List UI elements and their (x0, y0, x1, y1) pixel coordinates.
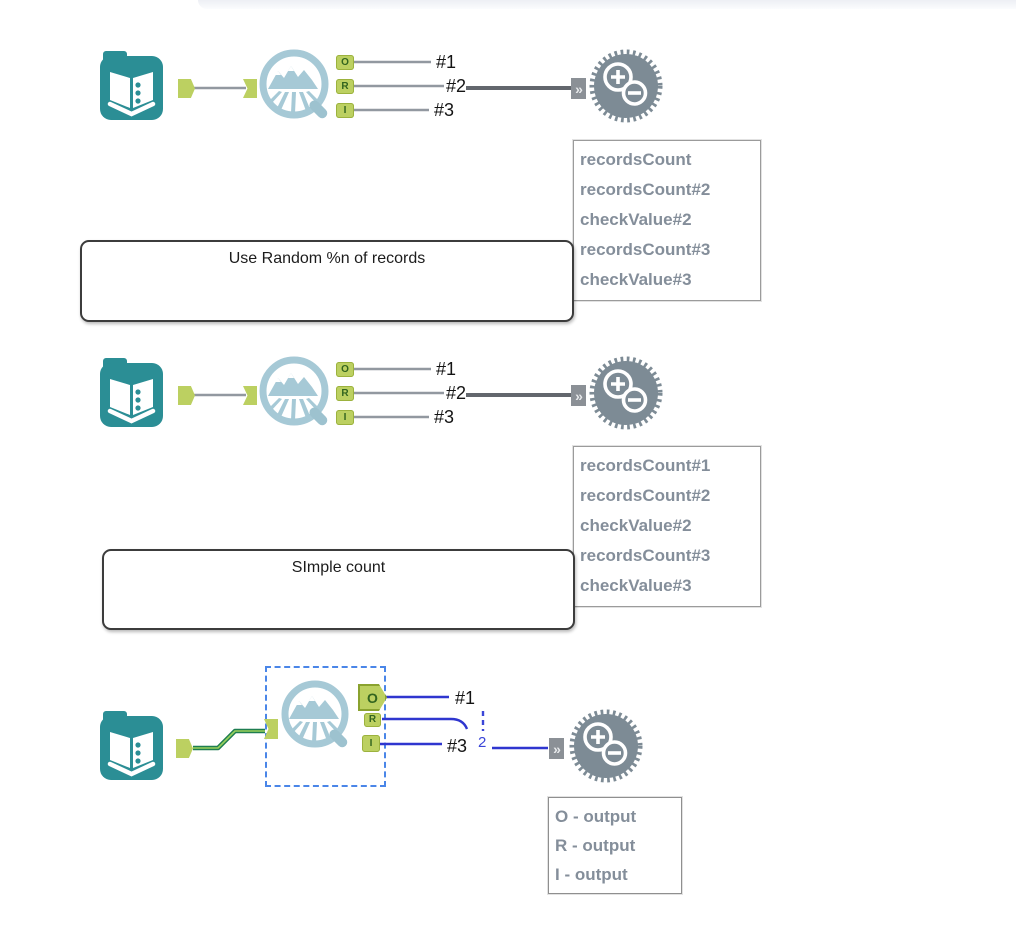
annotation-item: recordsCount#3 (580, 546, 711, 565)
anchor-o[interactable]: O (336, 362, 354, 377)
connection-label: #2 (446, 76, 467, 96)
connection-label: #1 (436, 52, 457, 72)
comment-box[interactable]: SImple count (102, 549, 575, 630)
connection-label: #3 (447, 736, 468, 756)
output-anchor[interactable] (178, 386, 195, 405)
connection-label: #1 (436, 359, 457, 379)
count-records-tool[interactable] (587, 47, 667, 127)
annotation-item: O - output (555, 807, 637, 826)
comment-text: SImple count (291, 559, 386, 576)
anchor-o[interactable]: O (336, 55, 354, 70)
annotation-item: checkValue#3 (580, 270, 692, 289)
arrow-input-anchor[interactable]: » (571, 385, 586, 406)
annotation-item: recordsCount#2 (580, 486, 711, 505)
output-anchor[interactable] (178, 79, 195, 98)
annotation-list[interactable]: recordsCount recordsCount#2 checkValue#2… (573, 140, 761, 301)
connection-wire-green-core (193, 730, 265, 749)
annotation-item: R - output (555, 836, 636, 855)
input-anchor[interactable] (243, 79, 257, 98)
annotation-item: recordsCount#2 (580, 180, 711, 199)
input-anchor[interactable] (264, 719, 278, 739)
input-data-tool[interactable] (100, 357, 166, 429)
connection-wire-blue[interactable] (382, 717, 469, 730)
arrow-input-anchor[interactable]: » (571, 78, 586, 99)
annotation-item: recordsCount#3 (580, 240, 711, 259)
random-sample-tool[interactable] (257, 47, 337, 127)
anchor-r[interactable]: R (364, 713, 381, 727)
anchor-r[interactable]: R (336, 386, 354, 401)
annotation-item: I - output (555, 865, 628, 884)
arrow-input-anchor[interactable]: » (549, 738, 564, 759)
comment-text: Use Random %n of records (228, 250, 426, 267)
connection-label: #1 (455, 688, 476, 708)
anchor-r[interactable]: R (336, 79, 354, 94)
annotation-item: recordsCount (580, 150, 692, 169)
annotation-item: checkValue#3 (580, 576, 692, 595)
annotation-item: checkValue#2 (580, 516, 692, 535)
connection-wire-green[interactable] (193, 728, 265, 751)
random-sample-tool[interactable] (278, 677, 358, 757)
connection-label: #3 (434, 100, 455, 120)
anchor-i[interactable]: I (336, 103, 354, 118)
connection-label: #3 (434, 407, 455, 427)
anchor-i[interactable]: I (336, 410, 354, 425)
count-records-tool[interactable] (567, 707, 647, 787)
connection-sequence-label: 2 (478, 734, 487, 751)
anchor-i[interactable]: I (362, 735, 380, 752)
input-data-tool[interactable] (100, 50, 166, 122)
random-sample-tool[interactable] (257, 354, 337, 434)
connection-label: #2 (446, 383, 467, 403)
count-records-tool[interactable] (587, 354, 667, 434)
input-anchor[interactable] (243, 386, 257, 405)
annotation-item: recordsCount#1 (580, 456, 711, 475)
window-top-edge (198, 0, 1016, 9)
comment-box[interactable]: Use Random %n of records (80, 240, 574, 322)
output-anchor[interactable] (176, 739, 193, 758)
annotation-list[interactable]: recordsCount#1 recordsCount#2 checkValue… (573, 446, 761, 607)
selection-rectangle (265, 666, 386, 787)
annotation-item: checkValue#2 (580, 210, 692, 229)
annotation-list[interactable]: O - output R - output I - output (548, 797, 682, 894)
input-data-tool[interactable] (100, 710, 166, 782)
